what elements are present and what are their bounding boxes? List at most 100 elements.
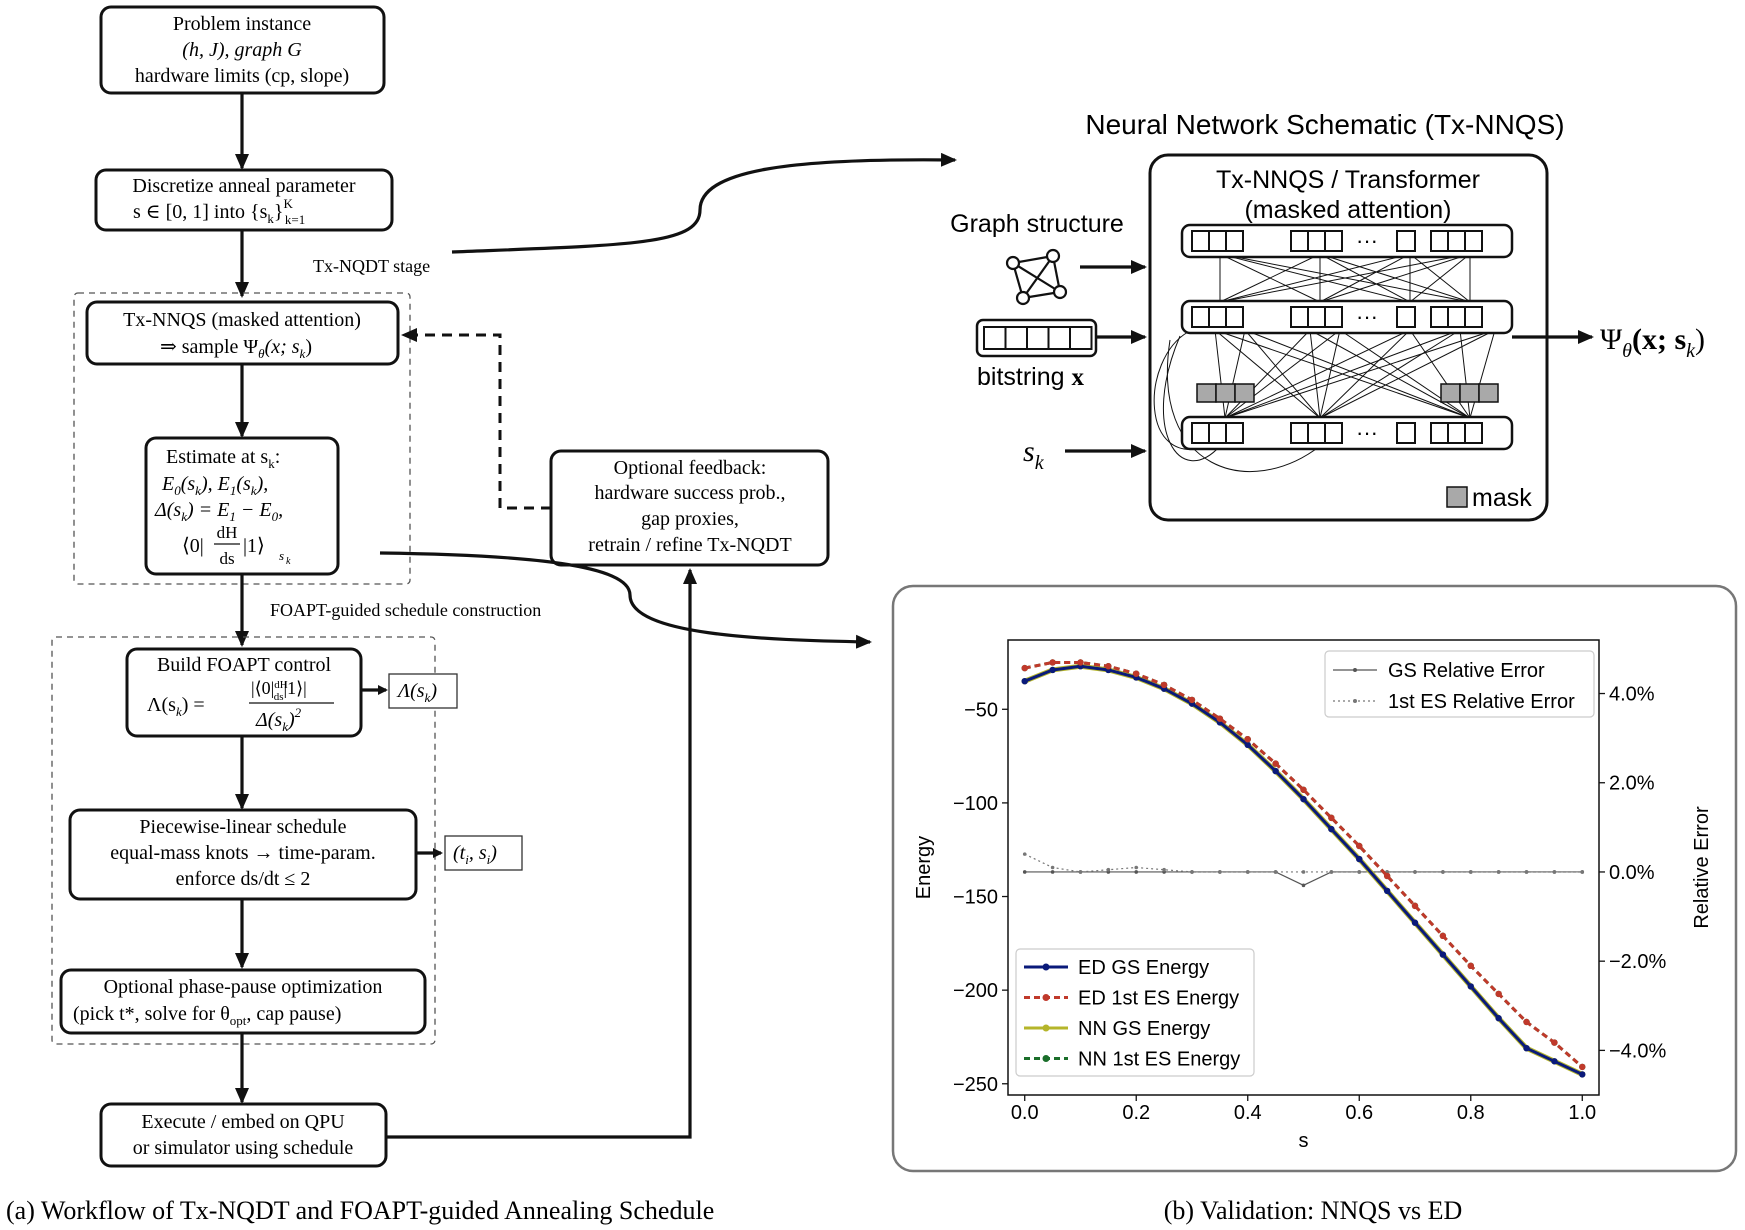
- data-point: [1049, 666, 1056, 674]
- y2-axis-label: Relative Error: [1691, 806, 1713, 929]
- legend-frame: [1324, 650, 1595, 718]
- data-point: [1495, 1015, 1502, 1022]
- token-cell: [1430, 422, 1449, 444]
- feedback-line-1: Optional feedback:: [614, 457, 767, 479]
- data-point: [1441, 870, 1445, 874]
- data-point: [1272, 767, 1279, 775]
- recurrent-edge: [1166, 339, 1321, 473]
- attention-edge: [1224, 329, 1496, 419]
- series-line: [1024, 660, 1584, 1069]
- token-cell: [1430, 230, 1449, 252]
- schematic-title: Neural Network Schematic (Tx-NNQS): [1085, 109, 1564, 140]
- mask-cell: [1440, 383, 1461, 403]
- mask-cell: [1459, 383, 1480, 403]
- arrow-execute-feedback: [386, 568, 697, 1139]
- x-tick-label: 0.8: [1457, 1102, 1485, 1124]
- token-cell: [1447, 230, 1466, 252]
- data-point: [1383, 887, 1391, 895]
- y-tick-label: −150: [953, 887, 998, 909]
- foapt-denominator: Δ(sk)2: [255, 705, 302, 734]
- attention-edge: [1219, 253, 1471, 303]
- legend-label: ED GS Energy: [1078, 957, 1209, 979]
- token-cell: [1208, 230, 1227, 252]
- data-point: [1551, 1058, 1558, 1065]
- data-point: [1162, 867, 1166, 872]
- svg-text:|1⟩: |1⟩: [243, 535, 265, 557]
- data-point: [1245, 870, 1250, 874]
- attention-edge: [1219, 253, 1321, 303]
- bit-cell: [1069, 326, 1093, 350]
- svg-text:dH: dH: [217, 523, 238, 542]
- problem-line-1: Problem instance: [173, 13, 311, 35]
- data-point: [1105, 663, 1112, 670]
- attention-edge: [1459, 329, 1471, 419]
- attention-edge: [1339, 329, 1471, 419]
- series-line: [1024, 853, 1583, 873]
- legend-label: 1st ES Relative Error: [1388, 691, 1575, 713]
- svg-text:Λ(sk): Λ(sk): [396, 680, 437, 705]
- data-point: [1077, 659, 1084, 666]
- token-cell: [1447, 306, 1466, 328]
- data-point: [1272, 760, 1279, 767]
- problem-line-3: hardware limits (cp, slope): [135, 65, 349, 87]
- attention-edge: [1319, 329, 1411, 419]
- data-point: [1383, 872, 1391, 880]
- attention-edge: [1219, 253, 1411, 303]
- token-cell: [1290, 306, 1309, 328]
- bitstring-input: [975, 318, 1098, 358]
- svg-text:⟨0|: ⟨0|: [182, 535, 204, 557]
- mask-legend-label: mask: [1472, 484, 1532, 512]
- legend-marker: [1042, 1055, 1050, 1062]
- legend-label: NN 1st ES Energy: [1078, 1049, 1240, 1071]
- data-point: [1300, 786, 1307, 793]
- data-point: [1022, 852, 1027, 856]
- piecewise-line-3: enforce ds/dt ≤ 2: [176, 868, 311, 890]
- mask-cell: [1215, 383, 1236, 403]
- data-point: [1188, 696, 1196, 704]
- data-point: [1244, 741, 1251, 749]
- token-cell: [1208, 422, 1227, 444]
- data-point: [1273, 870, 1278, 874]
- data-point: [1218, 870, 1222, 874]
- token-cell: [1225, 422, 1244, 444]
- problem-instance-box: Problem instance (h, J), graph G hardwar…: [99, 5, 386, 95]
- layer-ellipsis: ···: [1356, 304, 1378, 329]
- data-point: [1467, 962, 1474, 970]
- token-cell: [1396, 306, 1416, 328]
- y-tick-label: −250: [953, 1074, 998, 1096]
- layer-3: ···: [1180, 415, 1514, 451]
- workflow-panel: Problem instance (h, J), graph G hardwar…: [6, 5, 830, 1225]
- data-point: [1078, 870, 1083, 874]
- legend-marker: [1353, 699, 1357, 703]
- token-cell: [1324, 230, 1343, 252]
- data-point: [1439, 932, 1447, 940]
- y2-tick-label: −4.0%: [1609, 1040, 1666, 1062]
- data-point: [1133, 670, 1140, 677]
- data-point: [1579, 1063, 1586, 1071]
- bit-cell: [1026, 326, 1050, 350]
- data-point: [1411, 919, 1419, 926]
- series-ed-1st-es-energy: [1021, 659, 1586, 1071]
- data-point: [1496, 870, 1501, 874]
- txnnqs-line-1: Tx-NNQS (masked attention): [123, 309, 361, 331]
- data-point: [1579, 1071, 1586, 1078]
- layer-2: ···: [1180, 299, 1514, 335]
- y-tick-label: −200: [953, 980, 998, 1002]
- arrow-to-schematic: [451, 152, 957, 254]
- data-point: [1160, 681, 1168, 689]
- token-cell: [1430, 306, 1449, 328]
- bit-cell: [1047, 326, 1071, 350]
- attention-edge: [1224, 329, 1341, 419]
- attention-edge: [1224, 329, 1311, 419]
- attention-edge: [1214, 329, 1226, 419]
- transformer-layers: ·········: [1153, 223, 1514, 473]
- data-point: [1411, 902, 1419, 910]
- mask-legend-swatch: [1446, 486, 1468, 508]
- y2-tick-label: −2.0%: [1609, 951, 1666, 973]
- token-cell: [1191, 230, 1210, 252]
- data-point: [1050, 870, 1055, 874]
- data-point: [1495, 990, 1502, 998]
